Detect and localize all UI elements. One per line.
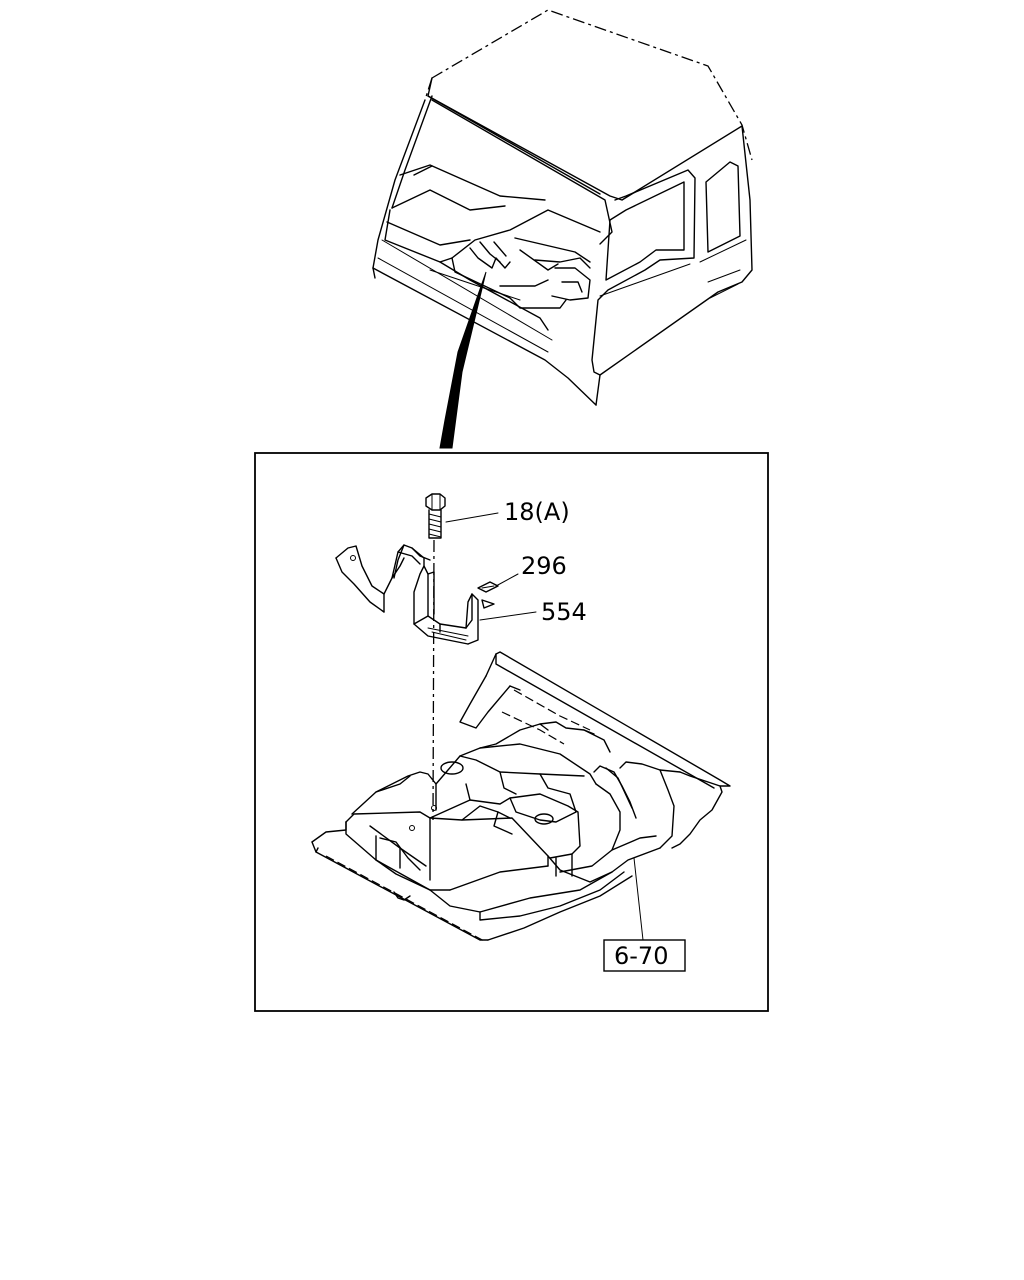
floor-panel-illustration	[311, 651, 731, 943]
bracket-part	[335, 544, 479, 645]
reference-label: 6-70	[614, 942, 668, 970]
callout-label-bracket: 554	[541, 598, 587, 626]
reference-box	[603, 939, 686, 972]
washer-part	[477, 581, 499, 593]
detail-frame	[254, 452, 769, 1012]
detail-leader-wedge	[439, 271, 487, 449]
callout-leader-bolt	[445, 512, 499, 523]
bolt-part	[425, 493, 446, 539]
clip-part	[481, 599, 495, 609]
callout-leader-washer	[495, 573, 519, 587]
callout-leader-bracket	[479, 611, 537, 621]
cab-overview-illustration	[372, 9, 753, 406]
callout-label-bolt: 18(A)	[504, 498, 570, 526]
callout-label-washer: 296	[521, 552, 567, 580]
callout-leader-reference	[633, 857, 644, 941]
